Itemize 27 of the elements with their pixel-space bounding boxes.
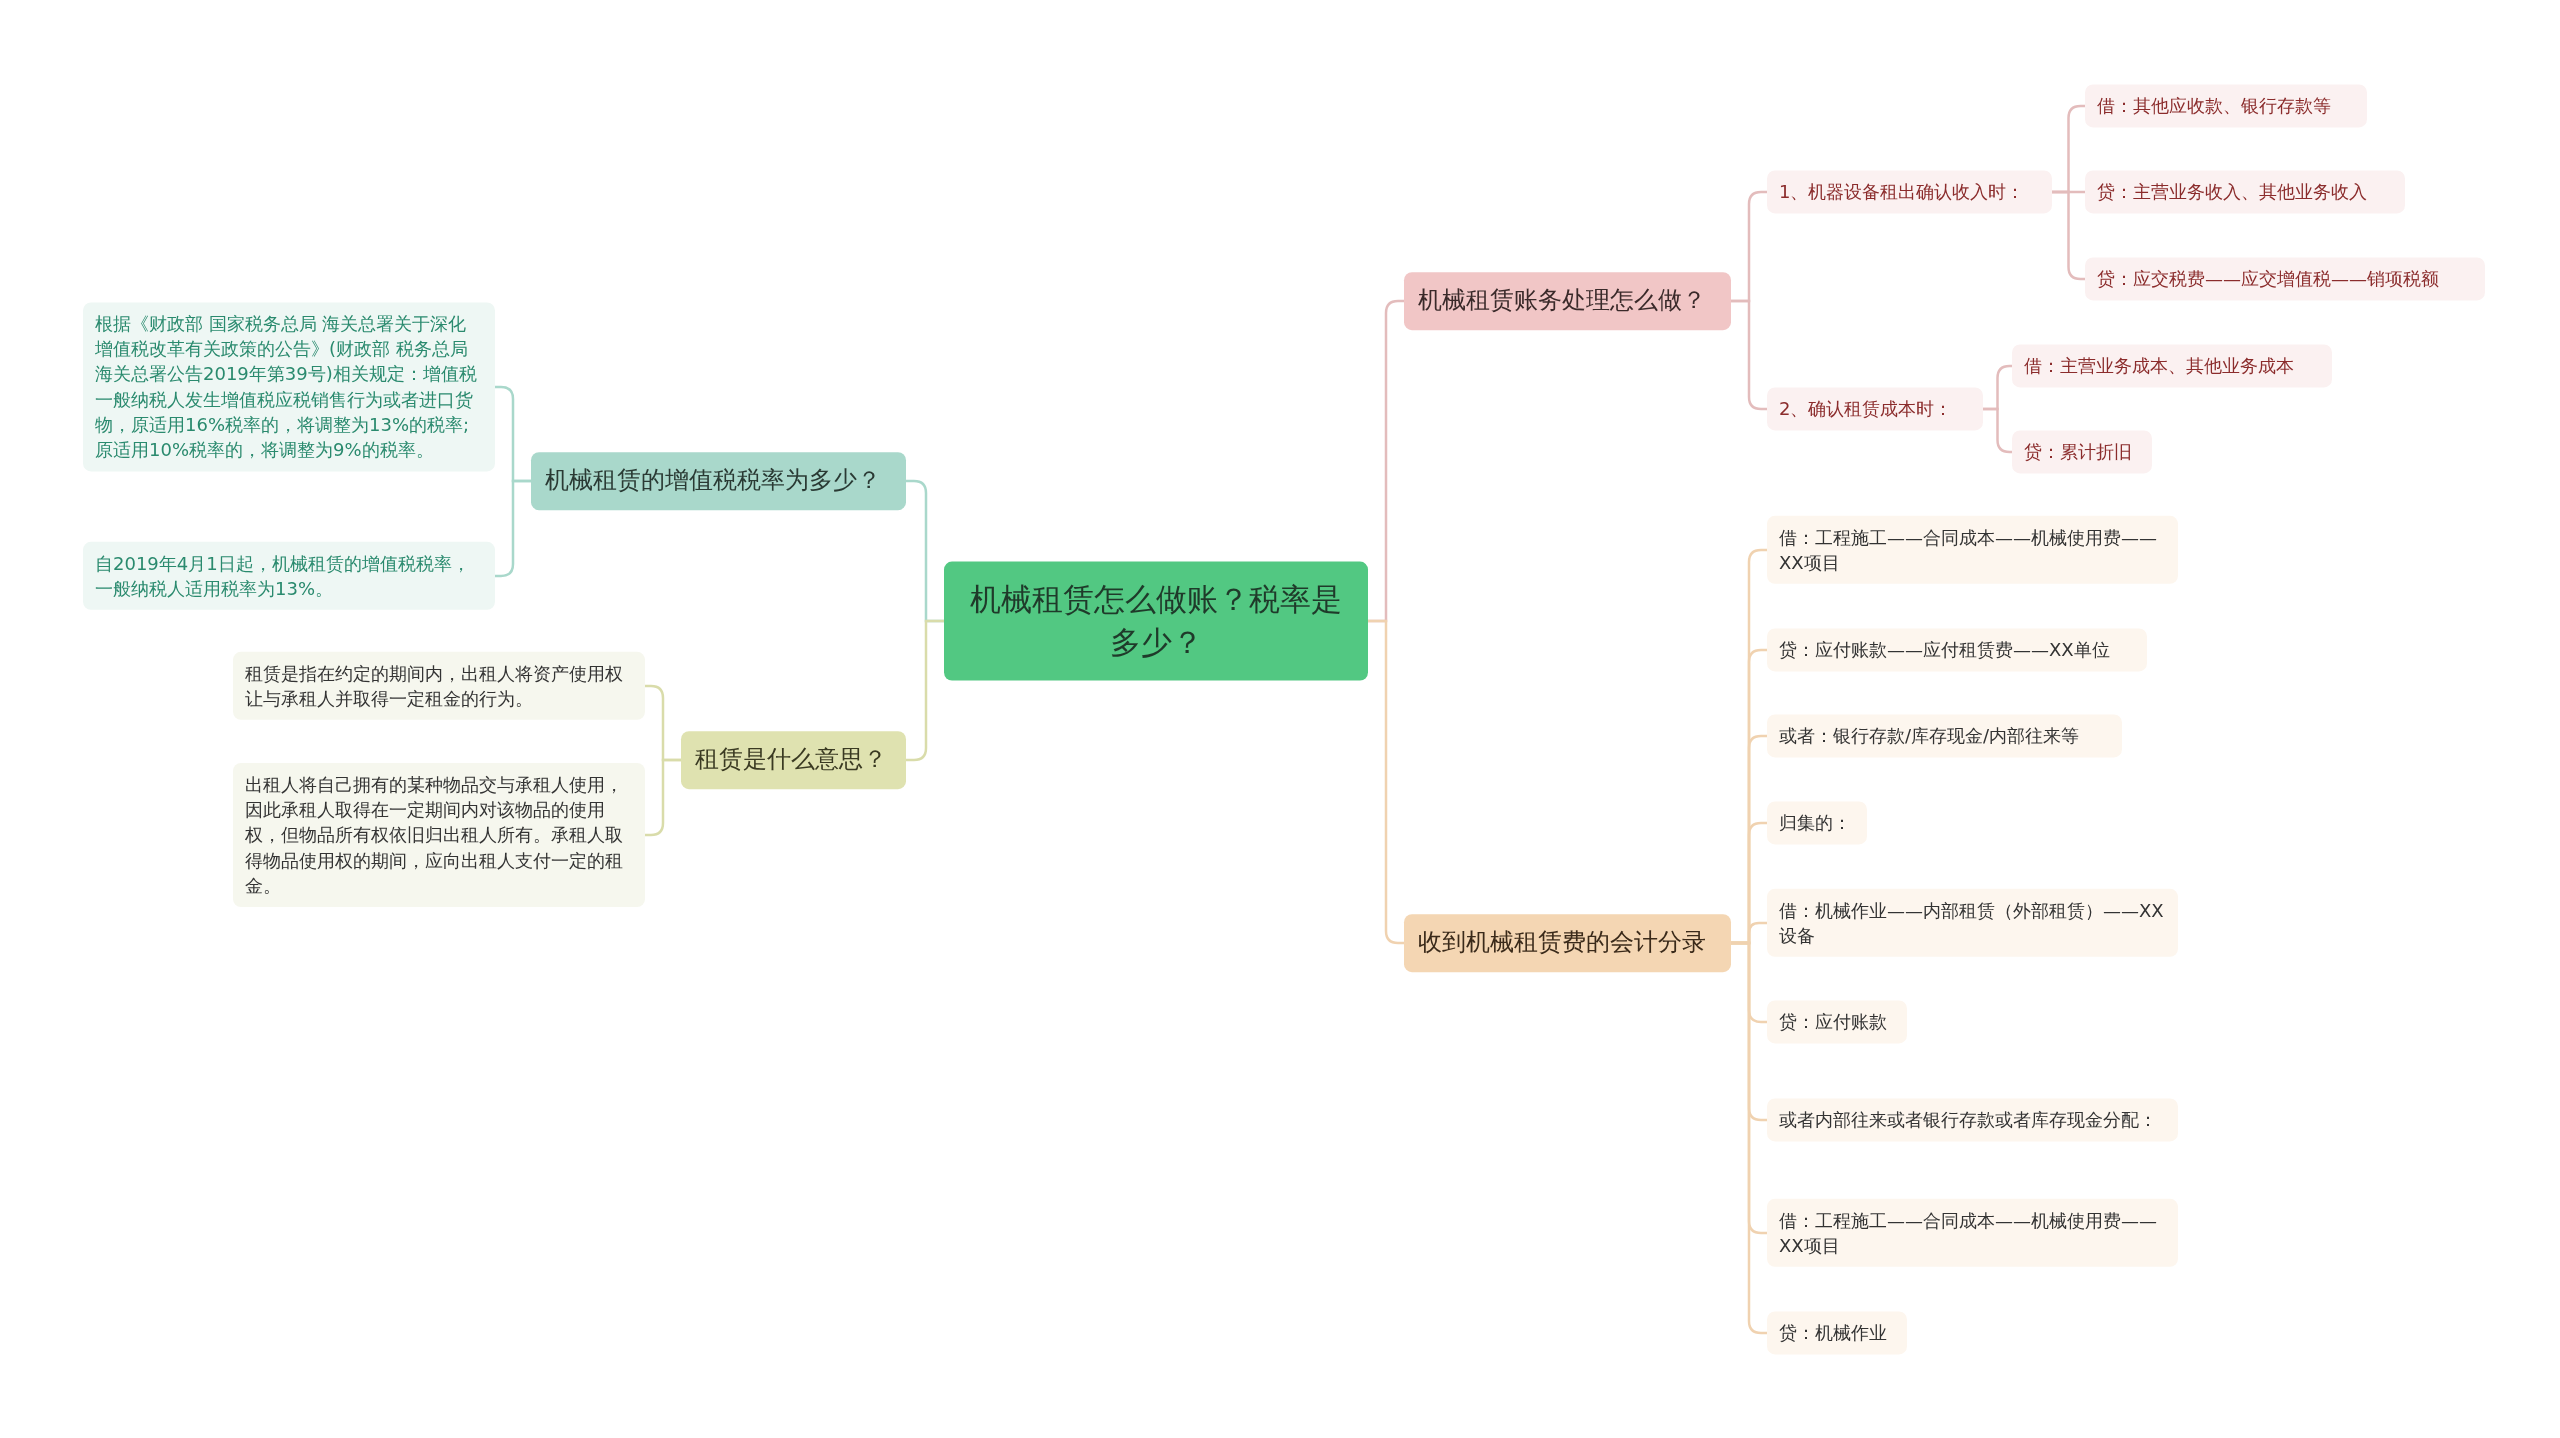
subtopic-box: 或者内部往来或者银行存款或者库存现金分配： bbox=[1767, 1098, 2178, 1142]
subtopic-box: 或者：银行存款/库存现金/内部往来等 bbox=[1767, 714, 2122, 758]
note-box: 根据《财政部 国家税务总局 海关总署关于深化增值税改革有关政策的公告》(财政部 税务总局海关总署公告2019年第39号)相关规定：增值税一般纳税人发生增值税应税销售行为或者进口货物，原适用16%税率的，将调整为13%的税率;原适用10%税率的，将调整为9%的税率。 bbox=[83, 302, 495, 472]
subtopic-box: 借：工程施工——合同成本——机械使用费——XX项目 bbox=[1767, 515, 2178, 585]
topic-box: 机械租赁怎么做账？税率是多少？ bbox=[944, 561, 1368, 681]
subtopic-box: 归集的： bbox=[1767, 801, 1867, 845]
topic-box: 机械租赁账务处理怎么做？ bbox=[1404, 272, 1731, 330]
subtopic-box: 贷：累计折旧 bbox=[2012, 430, 2152, 474]
topic-box: 租赁是什么意思？ bbox=[681, 731, 906, 789]
connector bbox=[1983, 407, 2012, 454]
note-box: 自2019年4月1日起，机械租赁的增值税税率，一般纳税人适用税率为13%。 bbox=[83, 541, 495, 611]
subtopic-box: 贷：主营业务收入、其他业务收入 bbox=[2085, 170, 2405, 214]
subtopic-box: 1、机器设备租出确认收入时： bbox=[1767, 170, 2052, 214]
subtopic-box: 贷：应付账款 bbox=[1767, 1000, 1907, 1044]
subtopic-box: 借：其他应收款、银行存款等 bbox=[2085, 84, 2367, 128]
topic-box: 机械租赁的增值税税率为多少？ bbox=[531, 452, 906, 510]
subtopic-box: 贷：应交税费——应交增值税——销项税额 bbox=[2085, 257, 2485, 301]
note-box: 出租人将自己拥有的某种物品交与承租人使用，因此承租人取得在一定期间内对该物品的使用权，但物品所有权依旧归出租人所有。承租人取得物品使用权的期间，应向出租人支付一定的租金。 bbox=[233, 763, 645, 907]
subtopic-box: 贷：机械作业 bbox=[1767, 1311, 1907, 1355]
note-box: 租赁是指在约定的期间内，出租人将资产使用权让与承租人并取得一定租金的行为。 bbox=[233, 651, 645, 721]
subtopic-box: 2、确认租赁成本时： bbox=[1767, 387, 1983, 431]
topic-box: 收到机械租赁费的会计分录 bbox=[1404, 914, 1731, 972]
subtopic-box: 贷：应付账款——应付租赁费——XX单位 bbox=[1767, 628, 2147, 672]
subtopic-box: 借：机械作业——内部租赁（外部租赁）——XX设备 bbox=[1767, 888, 2178, 958]
subtopic-box: 借：工程施工——合同成本——机械使用费——XX项目 bbox=[1767, 1198, 2178, 1268]
connector bbox=[906, 619, 944, 762]
subtopic-box: 借：主营业务成本、其他业务成本 bbox=[2012, 344, 2332, 388]
